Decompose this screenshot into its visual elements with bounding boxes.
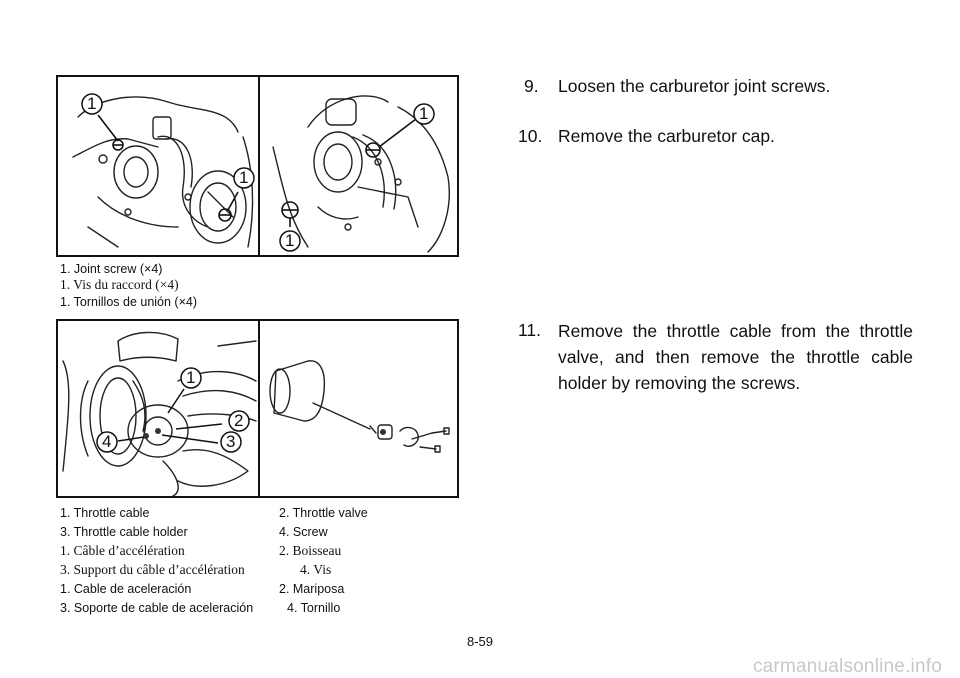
caption-boisseau-fr: 2. Boisseau [279,543,342,558]
caption-cable-es: 1. Cable de aceleración [60,582,192,596]
figure1-caption-fr: 1. Vis du raccord (×4) [60,277,179,292]
caption-vis-fr: 4. Vis [300,562,332,577]
figure-divider [258,321,260,496]
figure2-caption-es-row1: 1. Cable de aceleración 2. Mariposa [60,582,460,597]
step-number: 9. [524,76,539,96]
caption-support-fr: 3. Support du câble d’accélération [60,562,245,577]
caption-mariposa-es: 2. Mariposa [279,582,345,596]
throttle-cable-illustration [62,331,450,496]
step-text: Loosen the carburetor joint screws. [558,76,831,96]
caption-tornillo-es: 4. Tornillo [287,601,341,615]
caption-soporte-es: 3. Soporte de cable de aceleración [60,601,254,615]
figure2-caption-en-row1: 1. Throttle cable 2. Throttle valve [60,506,460,521]
step-number: 11. [518,320,542,340]
figure2-caption-en-row2: 3. Throttle cable holder 4. Screw [60,525,460,540]
caption-throttle-cable: 1. Throttle cable [60,506,150,520]
carburetor-joint-illustration [72,93,450,253]
caption-cable-accel-fr: 1. Câble d’accélération [60,543,185,558]
step-text: Remove the throttle cable from the throt… [558,321,913,393]
step-9: 9. Loosen the carburetor joint screws. [518,74,913,100]
figure2-caption-fr-row2: 3. Support du câble d’accélération 4. Vi… [60,562,460,578]
figure-divider [258,77,260,255]
callout-throttle-cable: 1 [186,368,196,387]
figure1-caption-es: 1. Tornillos de unión (×4) [60,295,198,309]
page-number: 8-59 [466,634,494,649]
callout-throttle-valve: 2 [234,411,244,430]
step-10: 10. Remove the carburetor cap. [518,124,913,150]
step-text: Remove the carburetor cap. [558,126,775,146]
figure1-caption-en: 1. Joint screw (×4) [60,262,163,276]
figure2-caption-fr-row1: 1. Câble d’accélération 2. Boisseau [60,543,460,559]
figure-throttle-cable: 1 2 3 4 [56,319,459,498]
step-11: 11. Remove the throttle cable from the t… [518,318,913,398]
caption-throttle-cable-holder: 3. Throttle cable holder [60,525,188,539]
callout-1-left-bottom: 1 [239,168,249,187]
caption-screw: 4. Screw [279,525,328,539]
callout-1-right-top: 1 [419,104,429,123]
caption-throttle-valve: 2. Throttle valve [279,506,368,520]
callout-screw: 4 [102,432,112,451]
callout-throttle-cable-holder: 3 [226,432,236,451]
watermark: carmanualsonline.info [752,656,942,677]
figure2-caption-es-row2: 3. Soporte de cable de aceleración 4. To… [60,601,460,616]
figure-carburetor-joint: 1 1 1 1 [56,75,459,257]
callout-1-left-top: 1 [87,94,97,113]
callout-1-right-bottom: 1 [285,231,295,250]
step-number: 10. [518,126,543,146]
